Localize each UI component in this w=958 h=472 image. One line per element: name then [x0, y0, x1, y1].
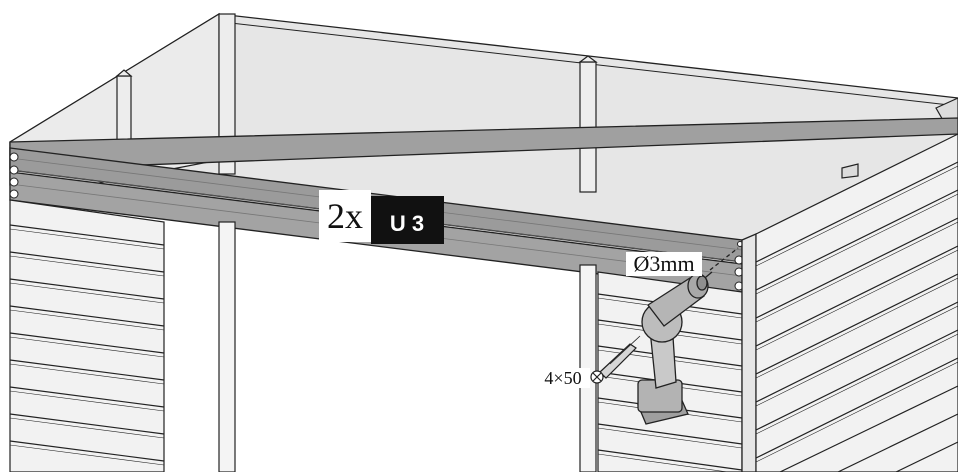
right-corner-post — [935, 97, 958, 123]
front-corner-post — [741, 233, 757, 472]
drill-size-label-bg — [626, 252, 702, 276]
screw-size-label: 4×50 — [544, 368, 581, 388]
part-code-badge — [371, 196, 444, 244]
part-code-label: U 3 — [390, 211, 424, 236]
board-screw-heads — [9, 152, 744, 291]
drill-size-label: Ø3mm — [633, 251, 694, 276]
quantity-label: 2x — [327, 196, 363, 236]
right-side-wall — [755, 133, 958, 472]
screw-icon — [590, 335, 641, 384]
front-left-cladding — [9, 199, 165, 472]
screw-size-label-bg — [536, 368, 590, 388]
small-cap — [841, 163, 859, 179]
quantity-label-bg — [319, 190, 371, 242]
drill-icon — [637, 273, 709, 425]
